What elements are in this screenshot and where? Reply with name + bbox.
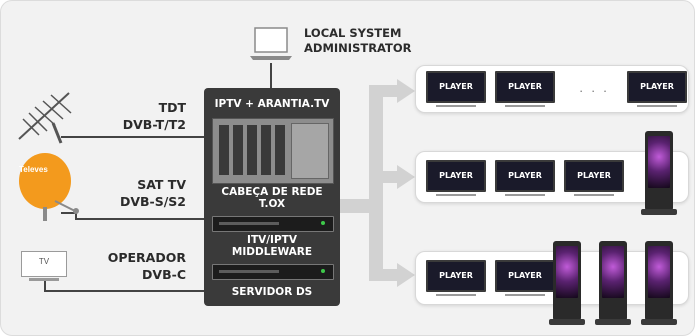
- player-device: PLAYER: [627, 71, 687, 109]
- more-players-ellipsis: · · ·: [579, 83, 610, 98]
- player-device: PLAYER: [495, 260, 555, 298]
- server-label: SERVIDOR DS: [231, 286, 313, 298]
- headend-hub: IPTV + ARANTIA.TV CABEÇA DE REDE T.OX IT…: [204, 88, 340, 306]
- player-group-2: PLAYER PLAYER PLAYER: [415, 151, 689, 203]
- kiosk-display: [641, 131, 677, 221]
- middleware-label: ITV/IPTV MIDDLEWARE: [231, 234, 313, 258]
- player-group-3: PLAYER PLAYER: [415, 251, 689, 305]
- kiosk-display: [549, 241, 585, 331]
- hub-title: IPTV + ARANTIA.TV: [214, 98, 330, 110]
- tv-icon: TV: [21, 251, 69, 285]
- antenna-icon: [17, 89, 77, 144]
- satellite-dish-icon: Televes: [15, 151, 83, 223]
- middleware-rack: [212, 216, 334, 232]
- headend-label: CABEÇA DE REDE T.OX: [221, 186, 323, 210]
- player-device: PLAYER: [495, 160, 555, 198]
- admin-label: LOCAL SYSTEM ADMINISTRATOR: [304, 26, 412, 55]
- server-rack: [212, 264, 334, 280]
- kiosk-display: [641, 241, 677, 331]
- source-label-operator: OPERADOR DVB-C: [107, 250, 186, 282]
- source-label-sat: SAT TV DVB-S/S2: [119, 177, 186, 209]
- player-device: PLAYER: [426, 160, 486, 198]
- player-group-1: PLAYER PLAYER · · · PLAYER: [415, 65, 689, 113]
- laptop-icon: [248, 26, 294, 62]
- player-device: PLAYER: [426, 260, 486, 298]
- player-device: PLAYER: [426, 71, 486, 109]
- headend-photo: [212, 118, 334, 184]
- source-label-tdt: TDT DVB-T/T2: [122, 100, 186, 132]
- player-device: PLAYER: [495, 71, 555, 109]
- kiosk-display: [595, 241, 631, 331]
- dish-brand-logo: Televes: [19, 165, 48, 174]
- player-device: PLAYER: [564, 160, 624, 198]
